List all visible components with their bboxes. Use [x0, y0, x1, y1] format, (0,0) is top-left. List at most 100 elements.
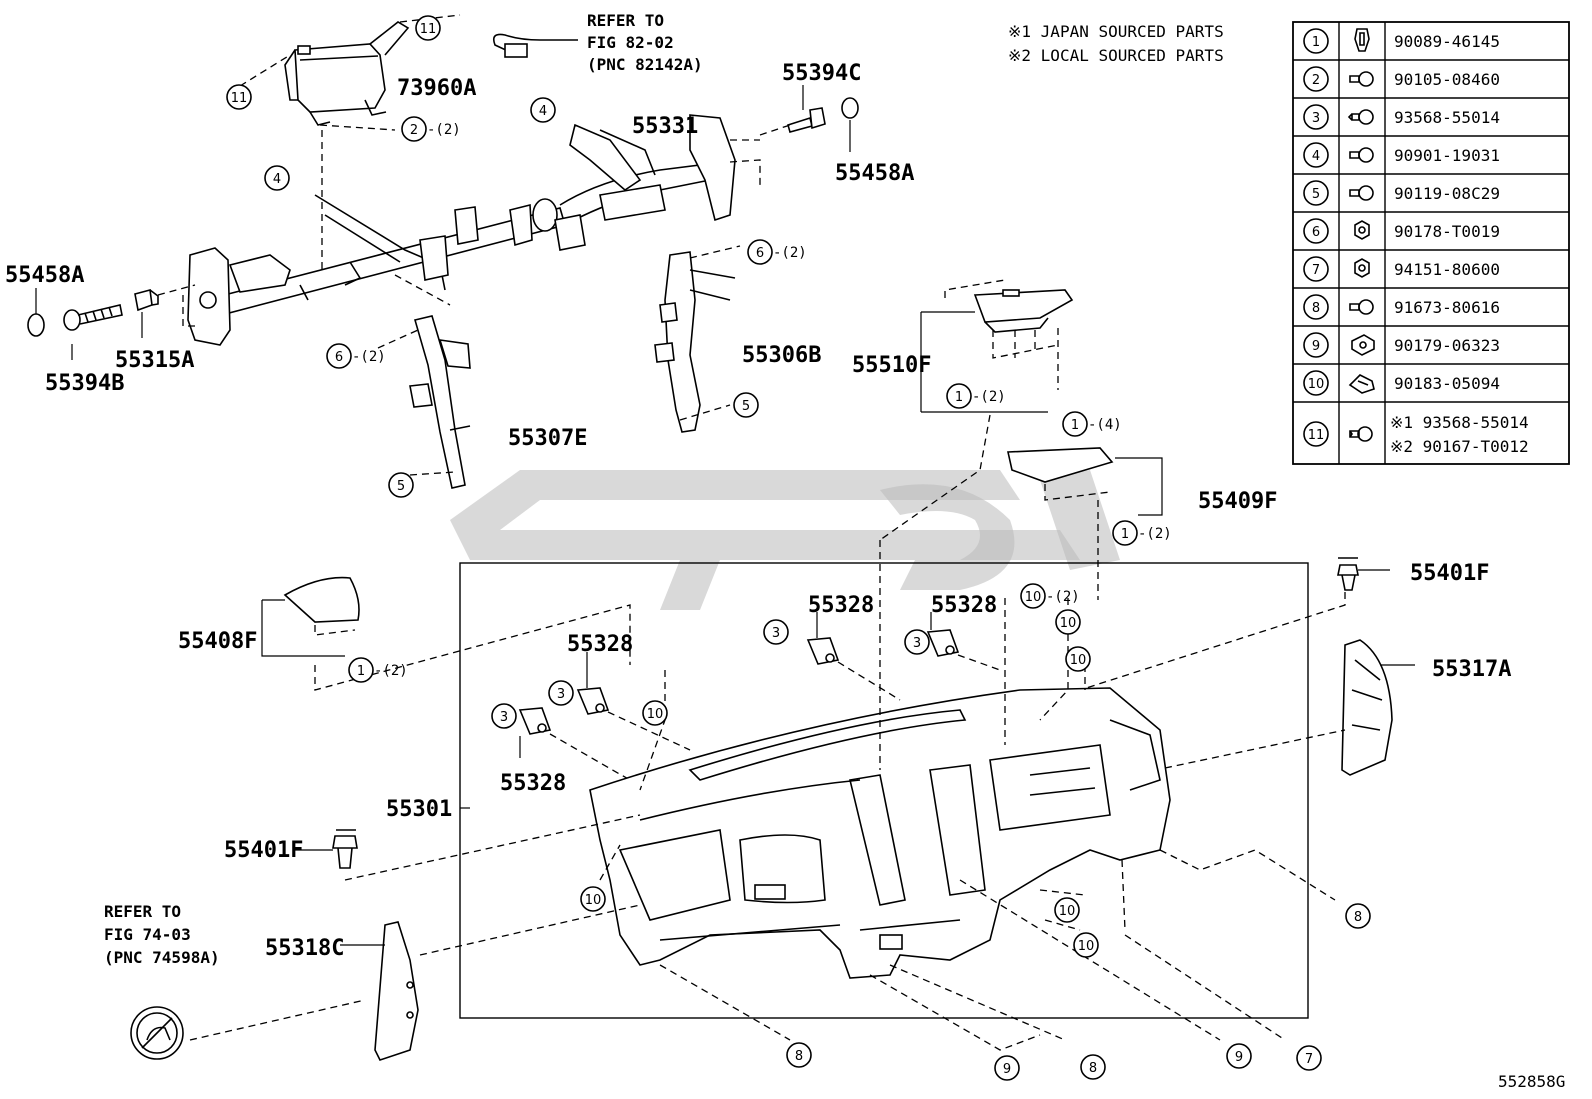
callout-quantity: -(2) — [972, 389, 1006, 405]
callout-number: 3 — [772, 626, 780, 641]
callout-quantity: -(2) — [1046, 589, 1080, 605]
part-label-55409F: 55409F — [1198, 489, 1277, 514]
callout-10: 10 — [1065, 646, 1091, 672]
clip-nut-icon — [1348, 374, 1375, 394]
table-row: 7 94151-80600 — [1303, 256, 1500, 282]
bracket-55328-mid — [576, 687, 610, 715]
callout-number: 3 — [913, 636, 921, 651]
callout-2: 2-(2) — [401, 116, 461, 142]
callout-number: 8 — [1089, 1061, 1097, 1076]
part-label-55328: 55328 — [500, 771, 566, 796]
callout-1: 1-(2) — [1112, 520, 1172, 546]
row-number: 3 — [1312, 111, 1320, 126]
part-label-73960A: 73960A — [397, 76, 476, 101]
callout-number: 11 — [420, 22, 437, 37]
part-label-55328: 55328 — [931, 593, 997, 618]
callout-1: 1 -(4) — [1062, 411, 1122, 437]
row-number: 6 — [1312, 225, 1320, 240]
bracket-55328-low — [518, 707, 552, 735]
row-number: 5 — [1312, 187, 1320, 202]
callout-number: 10 — [1025, 590, 1042, 605]
part-label-55315A: 55315A — [115, 348, 194, 373]
table-row: 2 90105-08460 — [1303, 66, 1500, 92]
row-number: 1 — [1312, 35, 1320, 50]
callout-number: 1 — [1121, 527, 1129, 542]
callout-number: 10 — [585, 893, 602, 908]
grommet-55458A-right — [841, 97, 859, 119]
callout-10: 10 — [1054, 897, 1080, 923]
svg-text:REFER TO: REFER TO — [587, 11, 664, 30]
nut-plate-icon — [1351, 334, 1375, 356]
assembly-box — [459, 562, 1309, 1019]
callout-number: 9 — [1003, 1062, 1011, 1077]
part-number: 91673-80616 — [1394, 298, 1500, 317]
callout-number: 10 — [647, 707, 664, 722]
svg-text:FIG 82-02: FIG 82-02 — [587, 33, 674, 52]
grommet-55458A-left — [27, 313, 45, 337]
callout-quantity: -(2) — [773, 245, 807, 261]
callout-number: 2 — [410, 123, 418, 138]
instrument-panel-reinforcement-55331 — [187, 114, 736, 346]
callout-9: 9 — [1226, 1043, 1252, 1069]
callout-number: 1 — [357, 664, 365, 679]
part-number: 94151-80600 — [1394, 260, 1500, 279]
callout-number: 7 — [1305, 1052, 1313, 1067]
bracket-55328-top — [806, 637, 840, 665]
callout-number: 1 — [955, 390, 963, 405]
row-number: 10 — [1308, 377, 1325, 392]
callout-number: 5 — [742, 399, 750, 414]
bracket-55328-top-right — [926, 629, 960, 657]
part-label-55331: 55331 — [632, 114, 698, 139]
row-number: 11 — [1308, 428, 1325, 443]
callout-3: 3 — [491, 703, 517, 729]
panel-55510F — [973, 289, 1074, 333]
part-label-55408F: 55408F — [178, 629, 257, 654]
callout-6: 6-(2) — [747, 239, 807, 265]
row-number: 9 — [1312, 339, 1320, 354]
refer-note-bottom: REFER TO FIG 74-03 (PNC 74598A) — [104, 902, 220, 967]
callout-3: 3 — [763, 619, 789, 645]
source-notes: ※1 JAPAN SOURCED PARTS ※2 LOCAL SOURCED … — [1008, 22, 1224, 65]
instrument-panel-55301 — [589, 687, 1171, 979]
callout-quantity: -(4) — [1088, 417, 1122, 433]
callout-4: 4 — [264, 165, 290, 191]
connector-harness — [492, 33, 578, 58]
row-number: 7 — [1312, 263, 1320, 278]
part-number-japan: ※1 93568-55014 — [1390, 413, 1529, 432]
svg-text:※2 LOCAL SOURCED PARTS: ※2 LOCAL SOURCED PARTS — [1008, 46, 1224, 65]
part-label-55510F: 55510F — [852, 353, 931, 378]
callout-number: 5 — [397, 479, 405, 494]
callout-number: 8 — [795, 1049, 803, 1064]
part-label-55306B: 55306B — [742, 343, 821, 368]
part-label-55301: 55301 — [386, 797, 452, 822]
bolt-icon — [1349, 71, 1374, 87]
callout-1: 1-(2) — [348, 657, 408, 683]
watermark-logo — [450, 470, 1120, 610]
callout-number: 4 — [539, 104, 547, 119]
collar-55315A — [134, 288, 159, 312]
callout-number: 10 — [1059, 904, 1076, 919]
part-label-55401F: 55401F — [1410, 561, 1489, 586]
part-label-55307E: 55307E — [508, 426, 587, 451]
airbag-assembly-73960A — [284, 21, 410, 126]
clip-55401F-left — [332, 829, 358, 869]
callout-10: 10 — [1055, 609, 1081, 635]
bolt-55394C — [787, 107, 826, 133]
clip-55401F-right — [1337, 557, 1359, 591]
airbag-warning-label-icon — [130, 1006, 184, 1060]
callout-number: 10 — [1070, 653, 1087, 668]
callout-10: 10 — [642, 700, 668, 726]
part-number: 90105-08460 — [1394, 70, 1500, 89]
part-number: 90183-05094 — [1394, 374, 1500, 393]
callout-number: 1 — [1071, 418, 1079, 433]
part-label-55458A: 55458A — [5, 263, 84, 288]
cover-55408F — [283, 576, 360, 623]
figure-id: 552858G — [1498, 1072, 1565, 1091]
row-number: 4 — [1312, 149, 1320, 164]
row-number: 2 — [1312, 73, 1320, 88]
svg-text:FIG 74-03: FIG 74-03 — [104, 925, 191, 944]
